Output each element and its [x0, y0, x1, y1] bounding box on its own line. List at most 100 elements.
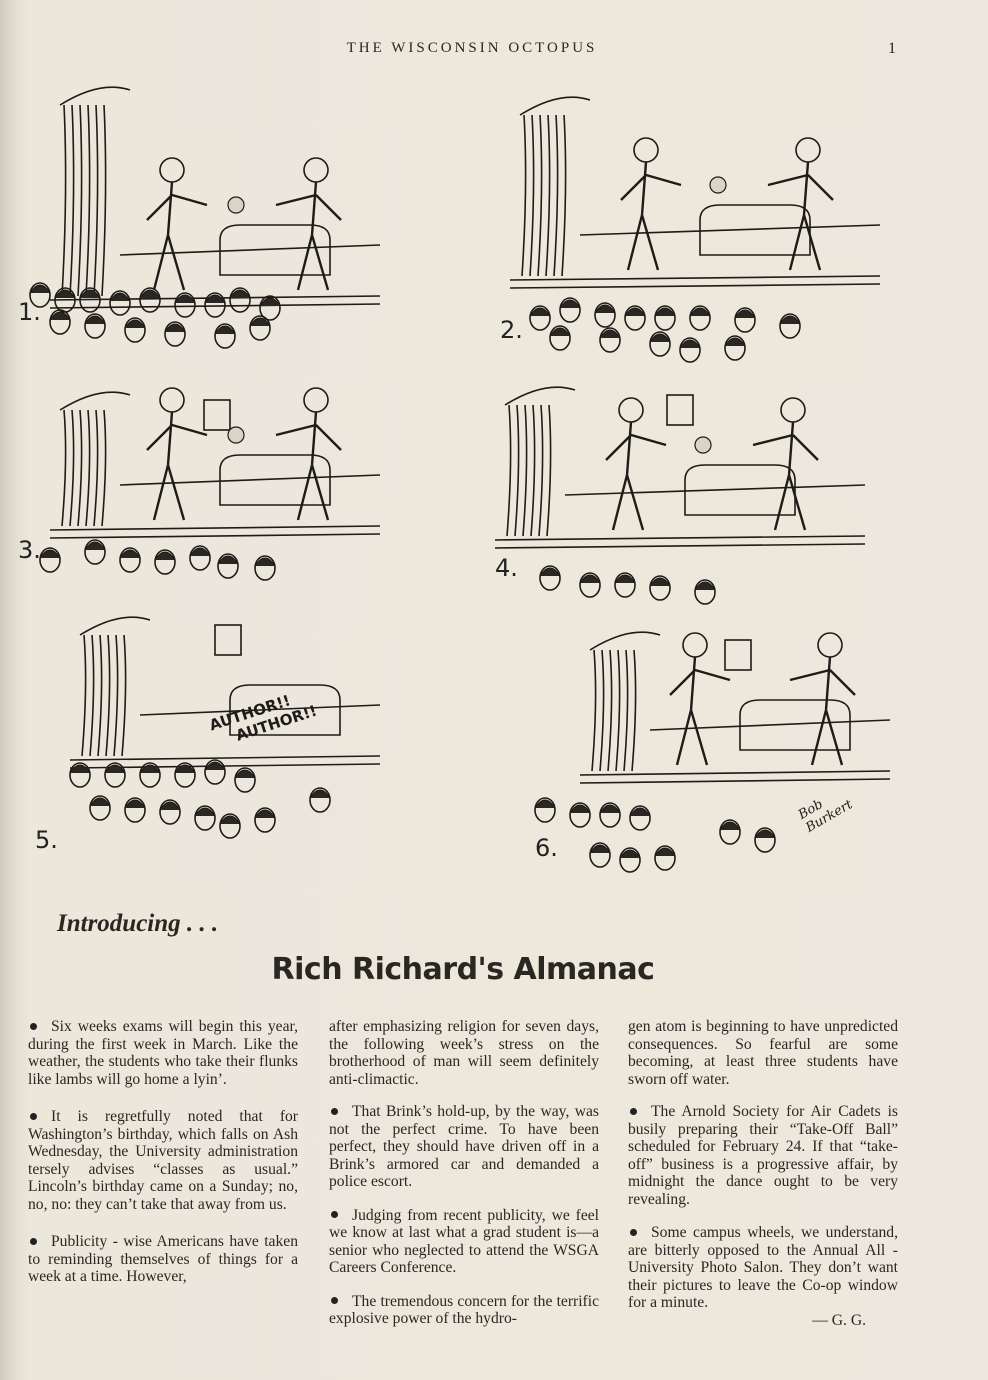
picture-frame [724, 639, 752, 671]
paragraph: That Brink’s hold-up, by the way, was no… [329, 1103, 599, 1190]
audience-hair [119, 549, 141, 559]
bullet-icon [30, 1022, 37, 1030]
audience-head [624, 305, 646, 331]
couch [739, 699, 851, 751]
wall-baseline [564, 484, 866, 496]
curtain-fold [599, 649, 605, 772]
audience-head [214, 323, 236, 349]
curtain-fold [537, 114, 543, 277]
audience-hair [529, 307, 551, 317]
character-body [605, 421, 667, 531]
panel-number: 6. [535, 834, 558, 862]
audience-hair [54, 289, 76, 299]
paragraph: Some campus wheels, we under­stand, are … [628, 1224, 898, 1311]
stage-floor [509, 275, 881, 281]
audience-hair [204, 761, 226, 771]
audience-hair [579, 574, 601, 584]
cartoon-drawing [494, 386, 866, 605]
audience-hair [599, 329, 621, 339]
stage-edge [494, 543, 866, 549]
audience-head [679, 337, 701, 363]
text-column-3: gen atom is beginning to have unpre­dict… [628, 1018, 898, 1345]
curtain-fold [113, 634, 119, 757]
audience-head [204, 759, 226, 785]
character-body [275, 181, 342, 291]
audience-hair [104, 764, 126, 774]
audience-head [689, 305, 711, 331]
audience-hair [734, 309, 756, 319]
curtain-drape [519, 96, 591, 116]
audience-hair [549, 327, 571, 337]
panel-number: 2. [500, 316, 523, 344]
bullet-icon [630, 1107, 637, 1115]
stage-floor [69, 755, 381, 761]
audience-head [194, 805, 216, 831]
audience-hair [164, 323, 186, 333]
audience-hair [217, 555, 239, 565]
panel-number: 3. [18, 536, 41, 564]
audience-hair [159, 801, 181, 811]
audience-hair [79, 289, 101, 299]
curtain-fold [93, 104, 99, 297]
stage-floor [49, 525, 381, 531]
curtain-fold [553, 114, 559, 277]
audience-head [549, 325, 571, 351]
audience-head [309, 787, 331, 813]
curtain-fold [522, 404, 528, 537]
audience-hair [654, 847, 676, 857]
audience-hair [139, 764, 161, 774]
audience-head [104, 762, 126, 788]
audience-head [39, 547, 61, 573]
audience-head [154, 549, 176, 575]
audience-hair [204, 294, 226, 304]
curtain-fold [101, 409, 107, 527]
audience-head [124, 317, 146, 343]
audience-hair [219, 815, 241, 825]
audience-hair [619, 849, 641, 859]
bullet-icon [331, 1211, 338, 1219]
curtain-fold [105, 634, 111, 757]
audience-head [569, 802, 591, 828]
audience-head [249, 315, 271, 341]
curtain-fold [521, 114, 527, 277]
audience-hair [689, 307, 711, 317]
audience-hair [649, 577, 671, 587]
curtain-fold [69, 409, 75, 527]
curtain-fold [530, 404, 536, 537]
bullet-icon [30, 1237, 37, 1245]
audience-head [254, 807, 276, 833]
curtain-fold [61, 409, 67, 527]
character-body [789, 656, 856, 766]
curtain-fold [538, 404, 544, 537]
curtain-drape [79, 616, 151, 636]
audience-head [654, 845, 676, 871]
wall-baseline [579, 224, 881, 236]
audience-head [619, 847, 641, 873]
curtain-fold [546, 404, 552, 537]
audience-head [189, 545, 211, 571]
character-head [682, 632, 708, 658]
audience-head [779, 313, 801, 339]
stage-floor [579, 770, 891, 776]
audience-hair [109, 292, 131, 302]
audience-hair [719, 821, 741, 831]
couch [229, 684, 341, 736]
audience-hair [84, 315, 106, 325]
audience-hair [174, 764, 196, 774]
curtain-fold [77, 104, 83, 297]
audience-head [124, 797, 146, 823]
audience-head [694, 579, 716, 605]
audience-head [204, 292, 226, 318]
audience-hair [779, 315, 801, 325]
character-head [817, 632, 843, 658]
audience-head [109, 290, 131, 316]
cartoon-drawing [509, 96, 881, 363]
character-body [146, 411, 208, 521]
audience-hair [589, 844, 611, 854]
character-body [275, 411, 342, 521]
character-body [767, 161, 834, 271]
text-column-2: after emphasizing religion for seven day… [329, 1018, 599, 1344]
audience-hair [569, 804, 591, 814]
audience-hair [309, 789, 331, 799]
character-body [669, 656, 731, 766]
